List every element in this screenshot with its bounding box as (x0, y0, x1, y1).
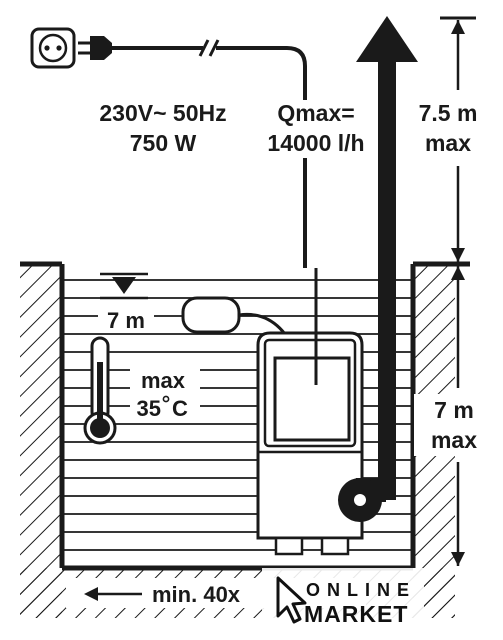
thermometer-icon (83, 336, 117, 445)
depth-dimension-arrow (451, 266, 465, 566)
head-dimension-arrow (440, 16, 476, 262)
head-max-label: max (425, 130, 471, 156)
watermark-line-1: ONLINE (306, 580, 416, 600)
online-market-watermark: ONLINE MARKET (262, 568, 424, 634)
depth-value-label: 7 m (434, 397, 474, 423)
temperature-unit: C (172, 396, 188, 421)
temperature-value: 35 (137, 396, 161, 421)
pump-body (256, 268, 364, 556)
flow-value: 14000 l/h (267, 130, 364, 156)
voltage-label: 230V~ 50Hz (99, 100, 226, 126)
temperature-prefix: max (141, 368, 186, 393)
watermark-line-2: MARKET (304, 601, 408, 627)
clearance-label: min. 40x (152, 582, 241, 607)
degree-symbol (162, 395, 170, 403)
pit-walls (20, 261, 470, 618)
clearance-arrow (84, 587, 142, 601)
flow-label: Qmax= (277, 100, 354, 126)
water-level-label: 7 m (107, 308, 145, 333)
depth-max-label: max (431, 427, 477, 453)
power-cable (112, 39, 307, 268)
cursor-arrow-icon (276, 576, 307, 624)
head-value-label: 7.5 m (419, 100, 478, 126)
plug-icon (78, 36, 112, 60)
wattage-label: 750 W (130, 130, 197, 156)
discharge-pipe (338, 16, 418, 522)
power-socket-icon (30, 27, 76, 69)
water-level-triangle-icon (100, 272, 148, 300)
